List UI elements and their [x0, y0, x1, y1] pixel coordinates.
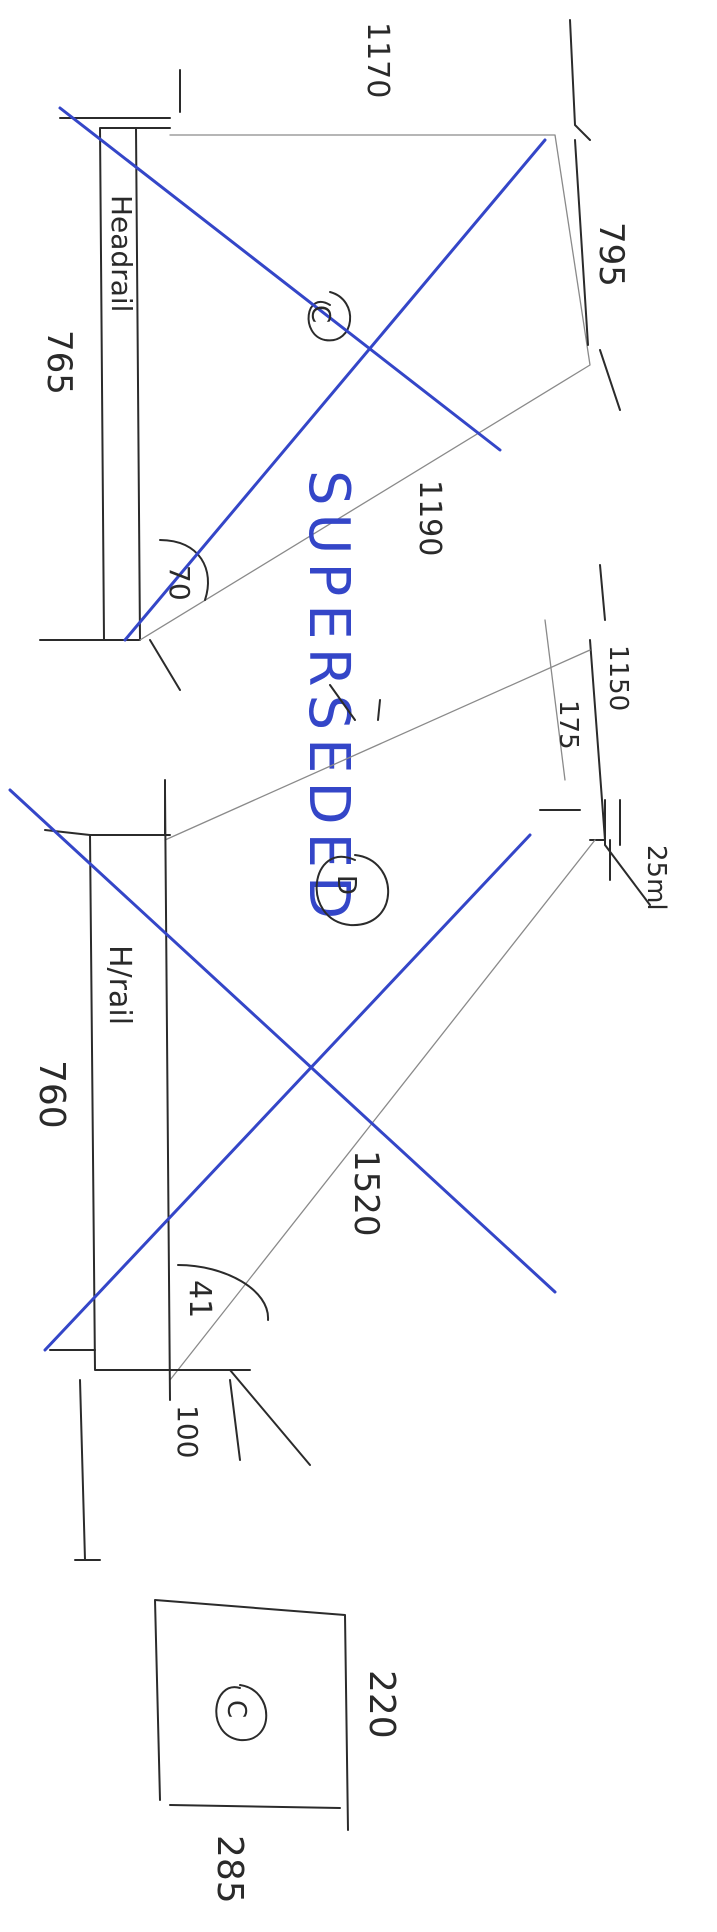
lower-foot-lines [229, 1369, 311, 1466]
upper-diagonal-dimension: 1190 [412, 480, 447, 556]
upper-guide-lines [139, 134, 591, 641]
lower-figure: H/rail 760 1520 41 100 [8, 779, 557, 1561]
lower-blue-x-line2 [43, 833, 532, 1352]
upper-right-bracket [569, 19, 621, 411]
small-box-bottom-dimension: 285 [209, 1835, 250, 1904]
foot-dimension: 100 [171, 1405, 204, 1458]
upper-blue-x-line2 [123, 138, 547, 642]
upper-circle-letter: C [305, 305, 335, 323]
superseded-stamp: SUPERSEDED [296, 470, 361, 927]
middle-circle-letter: D [331, 875, 361, 895]
upper-blue-x-line1 [58, 106, 502, 452]
bracket-guide-lines [164, 619, 596, 1381]
upper-headrail-outline [99, 127, 171, 641]
bracket-short-marks [329, 684, 581, 811]
lower-left-tick-marks [44, 829, 241, 1561]
small-box-side-dimension: 220 [361, 1670, 402, 1739]
middle-bracket: 1150 175 25ml D [164, 564, 671, 1381]
bracket-dimension: 1150 [603, 645, 633, 711]
upper-angle-label: 70 [163, 565, 196, 601]
upper-left-tick-marks [39, 69, 181, 691]
upper-headrail-label: Headrail [105, 195, 138, 312]
small-box-figure: C 220 285 [154, 1599, 402, 1904]
lower-headrail-label: H/rail [102, 945, 137, 1025]
small-box-circle-letter: C [221, 1700, 251, 1718]
lower-headrail-outline [89, 779, 251, 1401]
lower-left-dimension: 760 [31, 1060, 72, 1129]
upper-right-dimension: 795 [591, 222, 631, 287]
small-box-outline [154, 1599, 349, 1831]
lower-blue-x-line1 [8, 788, 557, 1294]
upper-left-dimension: 765 [39, 330, 79, 395]
lower-angle-arc [177, 1264, 270, 1321]
bracket-outline [589, 564, 651, 906]
lower-angle-label: 41 [182, 1280, 217, 1318]
middle-circle-d [315, 854, 390, 927]
upper-angle-arc [159, 539, 209, 601]
lower-diagonal-dimension: 1520 [346, 1150, 386, 1237]
top-dimension: 1170 [360, 22, 395, 98]
upper-figure: 1170 795 765 Headrail 70 1190 C [39, 19, 631, 691]
side-dimension: 25ml [641, 845, 671, 911]
small-dimension: 175 [553, 700, 583, 750]
small-box-circle-c [215, 1684, 268, 1742]
